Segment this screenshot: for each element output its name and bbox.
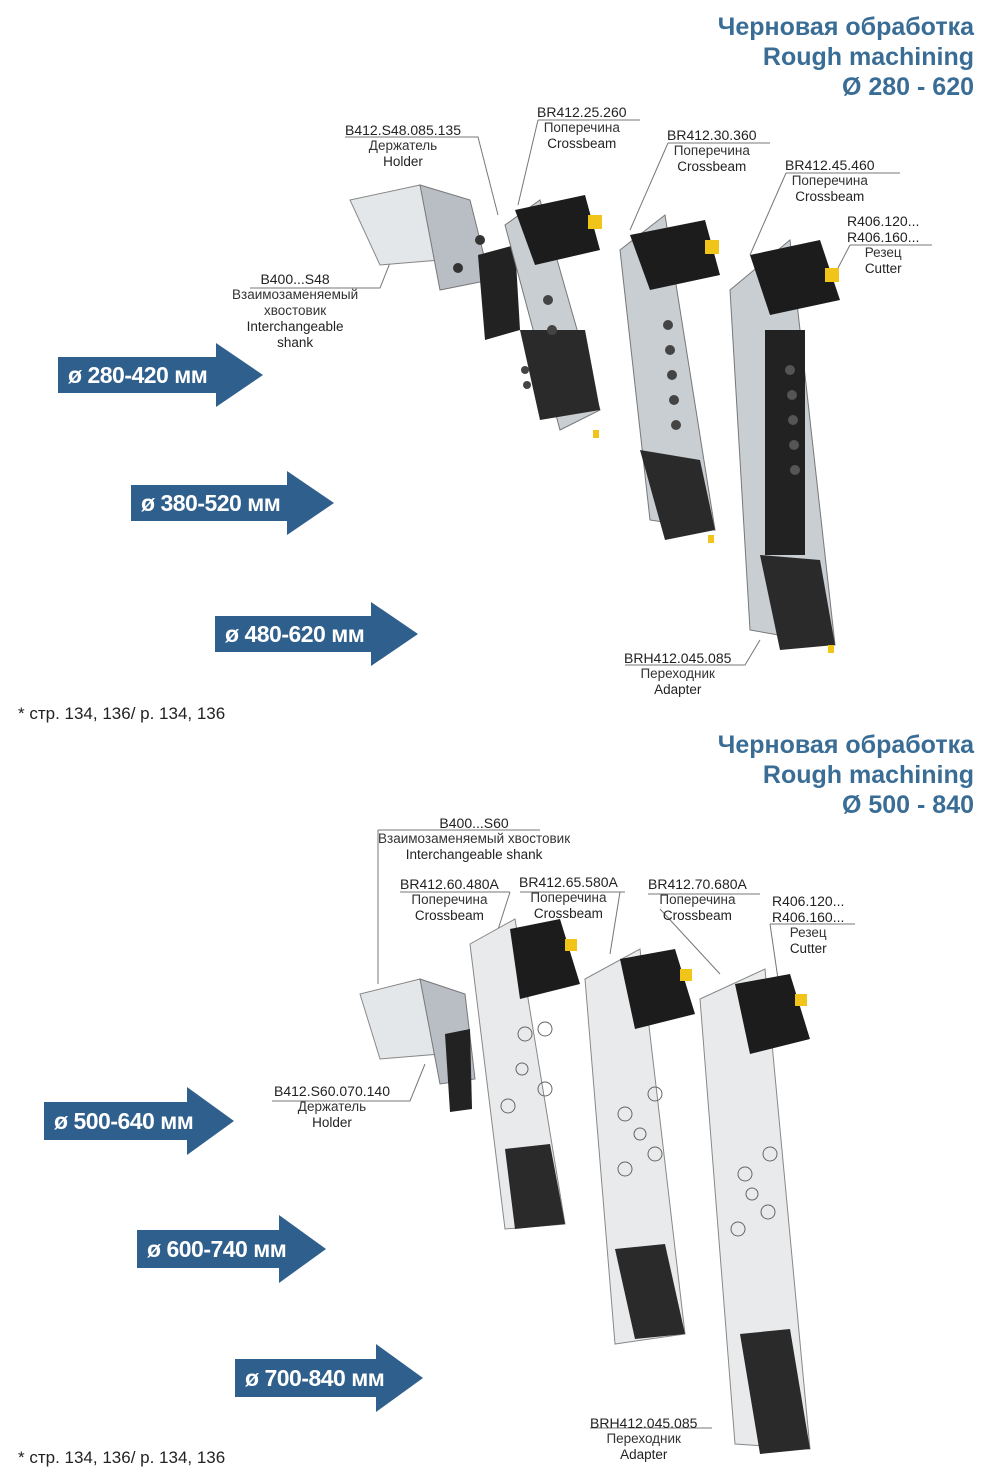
callout-cutter: R406.120... R406.160... Резец Cutter — [772, 893, 844, 957]
callout-code: B400...S60 — [439, 815, 509, 831]
callout-crossbeam-3: BR412.70.680A Поперечина Crossbeam — [648, 876, 747, 924]
callout-en: Crossbeam — [795, 189, 865, 204]
callout-code: BR412.70.680A — [648, 876, 747, 892]
diameter-arrow-480-620: ø 480-620 мм — [215, 602, 418, 666]
callout-en: Adapter — [654, 682, 702, 697]
footnote: * стр. 134, 136/ р. 134, 136 — [18, 1448, 226, 1467]
callout-en: Interchangeable shank — [405, 847, 543, 862]
callout-en: Holder — [383, 154, 423, 169]
callout-en: Crossbeam — [533, 906, 603, 921]
arrow-shape — [235, 1344, 423, 1412]
callout-ru: Поперечина — [530, 890, 607, 905]
callout-ru-2: хвостовик — [263, 303, 327, 318]
callout-en: Crossbeam — [662, 908, 732, 923]
title-en: Rough machining — [762, 43, 974, 71]
callout-en-2: shank — [277, 335, 314, 350]
arrow-label: ø 380-520 мм — [141, 489, 281, 516]
callout-adapter: BRH412.045.085 Переходник Adapter — [590, 1415, 697, 1463]
tool-assembly-illustration — [250, 119, 932, 666]
callout-en-1: Interchangeable — [246, 319, 344, 334]
callout-code: B412.S48.085.135 — [345, 122, 461, 138]
callout-code: B412.S60.070.140 — [274, 1083, 390, 1099]
callout-en: Crossbeam — [677, 159, 747, 174]
diameter-arrow-600-740: ø 600-740 мм — [137, 1215, 326, 1283]
section-title: Черновая обработка Rough machining Ø 280… — [718, 12, 974, 102]
callout-ru: Поперечина — [543, 120, 620, 135]
callout-en: Adapter — [620, 1447, 668, 1462]
callout-crossbeam-1: BR412.60.480A Поперечина Crossbeam — [400, 876, 499, 924]
callout-shank: B400...S48 Взаимозаменяемый хвостовик In… — [232, 271, 358, 351]
title-ru: Черновая обработка — [717, 731, 974, 759]
section-title: Черновая обработка Rough machining Ø 500… — [718, 730, 974, 820]
diameter-arrow-500-640: ø 500-640 мм — [44, 1087, 234, 1155]
arrow-shape — [44, 1087, 234, 1155]
callout-ru: Поперечина — [673, 143, 750, 158]
callout-code-2: R406.160... — [772, 909, 845, 925]
callout-ru: Взаимозаменяемый хвостовик — [378, 831, 571, 846]
callout-code-1: R406.120... — [847, 213, 920, 229]
diameter-arrow-700-840: ø 700-840 мм — [235, 1344, 423, 1412]
callout-code: BR412.65.580A — [519, 874, 618, 890]
callout-code: B400...S48 — [260, 271, 330, 287]
title-range: Ø 500 - 840 — [841, 791, 974, 819]
callout-en: Cutter — [789, 941, 827, 956]
section-rough-machining-500-840: Черновая обработка Rough machining Ø 500… — [0, 731, 1000, 1474]
arrow-label: ø 280-420 мм — [68, 361, 208, 388]
tool-assembly-illustration — [272, 829, 855, 1454]
callout-adapter: BRH412.045.085 Переходник Adapter — [624, 650, 731, 698]
callout-code: BR412.25.260 — [537, 104, 627, 120]
callout-code: BR412.60.480A — [400, 876, 499, 892]
diameter-arrow-380-520: ø 380-520 мм — [131, 471, 334, 535]
callout-code-1: R406.120... — [772, 893, 845, 909]
arrow-shape — [131, 471, 334, 535]
callout-ru: Поперечина — [791, 173, 868, 188]
callout-holder: B412.S60.070.140 Держатель Holder — [274, 1083, 390, 1131]
callout-ru: Держатель — [297, 1099, 367, 1114]
arrow-label: ø 700-840 мм — [245, 1364, 385, 1391]
section-rough-machining-280-620: Черновая обработка Rough machining Ø 280… — [0, 0, 1000, 734]
callout-crossbeam-3: BR412.45.460 Поперечина Crossbeam — [785, 157, 875, 205]
callout-en: Crossbeam — [547, 136, 617, 151]
callout-code: BRH412.045.085 — [624, 650, 732, 666]
callout-code-2: R406.160... — [847, 229, 920, 245]
callout-crossbeam-2: BR412.30.360 Поперечина Crossbeam — [667, 127, 757, 175]
diameter-arrow-280-420: ø 280-420 мм — [58, 343, 263, 407]
title-ru: Черновая обработка — [717, 13, 974, 41]
arrow-shape — [215, 602, 418, 666]
arrow-shape — [58, 343, 263, 407]
callout-crossbeam-2: BR412.65.580A Поперечина Crossbeam — [519, 874, 618, 922]
callout-ru-1: Взаимозаменяемый — [232, 287, 359, 302]
footnote: * стр. 134, 136/ р. 134, 136 — [18, 704, 226, 723]
callout-ru: Переходник — [640, 666, 715, 681]
title-en: Rough machining — [762, 761, 974, 789]
callout-cutter: R406.120... R406.160... Резец Cutter — [847, 213, 919, 277]
callout-ru: Переходник — [606, 1431, 681, 1446]
arrow-label: ø 600-740 мм — [147, 1235, 287, 1262]
callout-ru: Резец — [789, 925, 827, 940]
callout-holder: B412.S48.085.135 Держатель Holder — [345, 122, 461, 170]
title-range: Ø 280 - 620 — [841, 73, 974, 101]
callout-code: BRH412.045.085 — [590, 1415, 698, 1431]
callout-ru: Держатель — [368, 138, 438, 153]
callout-ru: Поперечина — [659, 892, 736, 907]
callout-en: Cutter — [864, 261, 902, 276]
arrow-label: ø 480-620 мм — [225, 620, 365, 647]
callout-ru: Поперечина — [411, 892, 488, 907]
arrow-label: ø 500-640 мм — [54, 1107, 194, 1134]
callout-en: Holder — [312, 1115, 352, 1130]
callout-shank: B400...S60 Взаимозаменяемый хвостовик In… — [378, 815, 570, 863]
callout-crossbeam-1: BR412.25.260 Поперечина Crossbeam — [537, 104, 627, 152]
callout-ru: Резец — [864, 245, 902, 260]
callout-code: BR412.30.360 — [667, 127, 757, 143]
callout-code: BR412.45.460 — [785, 157, 875, 173]
callout-en: Crossbeam — [414, 908, 484, 923]
arrow-shape — [137, 1215, 326, 1283]
